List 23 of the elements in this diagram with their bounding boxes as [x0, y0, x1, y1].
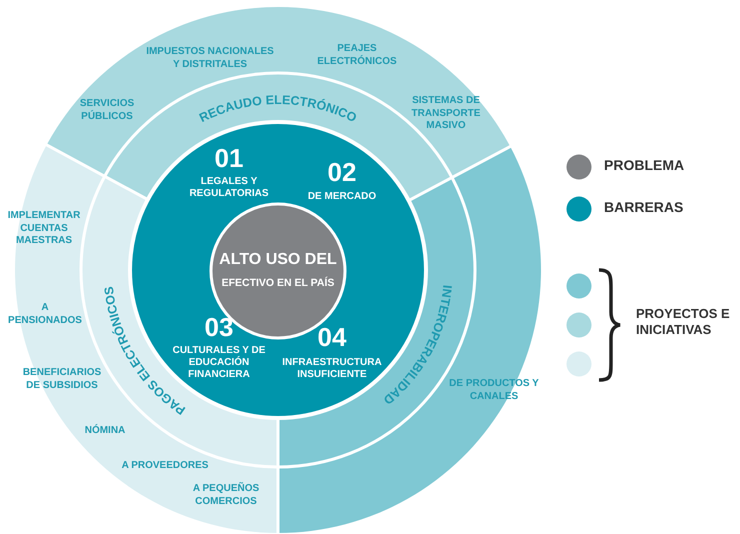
initiative-label: A PENSIONADOS: [7, 301, 83, 328]
initiative-label: IMPLEMENTAR CUENTAS MAESTRAS: [6, 209, 82, 248]
barrier-number: 02: [326, 156, 358, 189]
legend-label: PROBLEMA: [604, 157, 684, 173]
barrier-number: 03: [204, 311, 234, 344]
initiative-label: PEAJES ELECTRÓNICOS: [316, 42, 398, 68]
initiative-label: NÓMINA: [84, 423, 126, 438]
initiative-label: SERVICIOS PÚBLICOS: [78, 97, 136, 124]
initiative-label: A PEQUEÑOS COMERCIOS: [192, 481, 260, 508]
legend-label: BARRERAS: [604, 199, 684, 215]
barrier-label: LEGALES Y REGULATORIAS: [188, 175, 270, 201]
initiative-label: SISTEMAS DE TRANSPORTE MASIVO: [410, 94, 482, 133]
initiative-label: IMPUESTOS NACIONALES Y DISTRITALES: [145, 45, 275, 72]
legend-label: PROYECTOS E INICIATIVAS: [636, 306, 731, 338]
initiative-label: BENEFICIARIOS DE SUBSIDIOS: [22, 366, 102, 392]
barrier-label: INFRAESTRUCTURA INSUFICIENTE: [281, 356, 383, 382]
barrier-number: 01: [214, 142, 244, 175]
problem-text: EFECTIVO EN EL PAÍS: [220, 276, 336, 291]
barrier-label: CULTURALES Y DE EDUCACIÓN FINANCIERA: [172, 344, 266, 380]
barrier-number: 04: [316, 321, 348, 354]
problem-text: ALTO USO DEL: [218, 250, 338, 270]
barrier-label: DE MERCADO: [306, 190, 378, 204]
initiative-label: A PROVEEDORES: [120, 459, 210, 473]
